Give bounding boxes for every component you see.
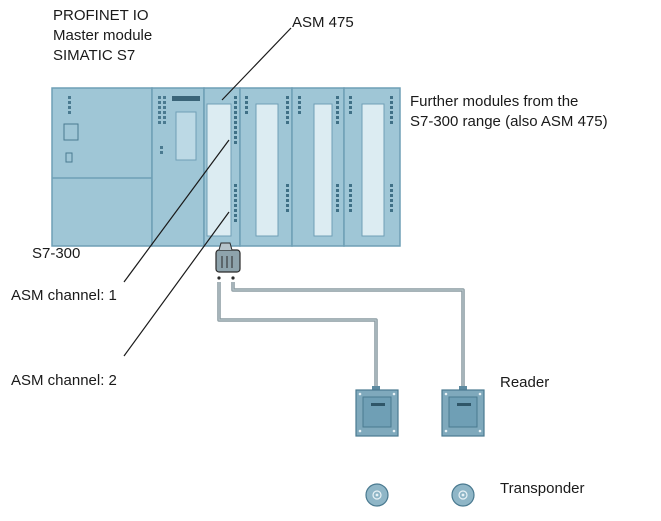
callout-lines — [123, 27, 292, 357]
reader-device-1 — [355, 386, 399, 437]
connector-plug — [215, 242, 241, 280]
asm-channel-1-label: ASM channel: 1 — [11, 287, 117, 304]
transponder-2 — [451, 483, 475, 507]
reader-device-2 — [441, 386, 485, 437]
reader-label: Reader — [500, 374, 550, 391]
cables — [217, 282, 465, 386]
asm-channel-2-label: ASM channel: 2 — [11, 372, 117, 389]
further-modules-label-line1: Further modules from the — [410, 93, 579, 110]
cpu-module — [51, 87, 153, 247]
master-label-line2: Master module — [53, 27, 153, 44]
asm475-label: ASM 475 — [292, 14, 354, 31]
master-label-line3: SIMATIC S7 — [53, 47, 136, 64]
s7-300-label: S7-300 — [32, 245, 81, 262]
further-modules-label-line2: S7-300 range (also ASM 475) — [410, 113, 608, 130]
transponder-label: Transponder — [500, 480, 585, 497]
s7-300-rack — [51, 87, 401, 247]
master-label-line1: PROFINET IO — [53, 7, 149, 24]
transponder-1 — [365, 483, 389, 507]
